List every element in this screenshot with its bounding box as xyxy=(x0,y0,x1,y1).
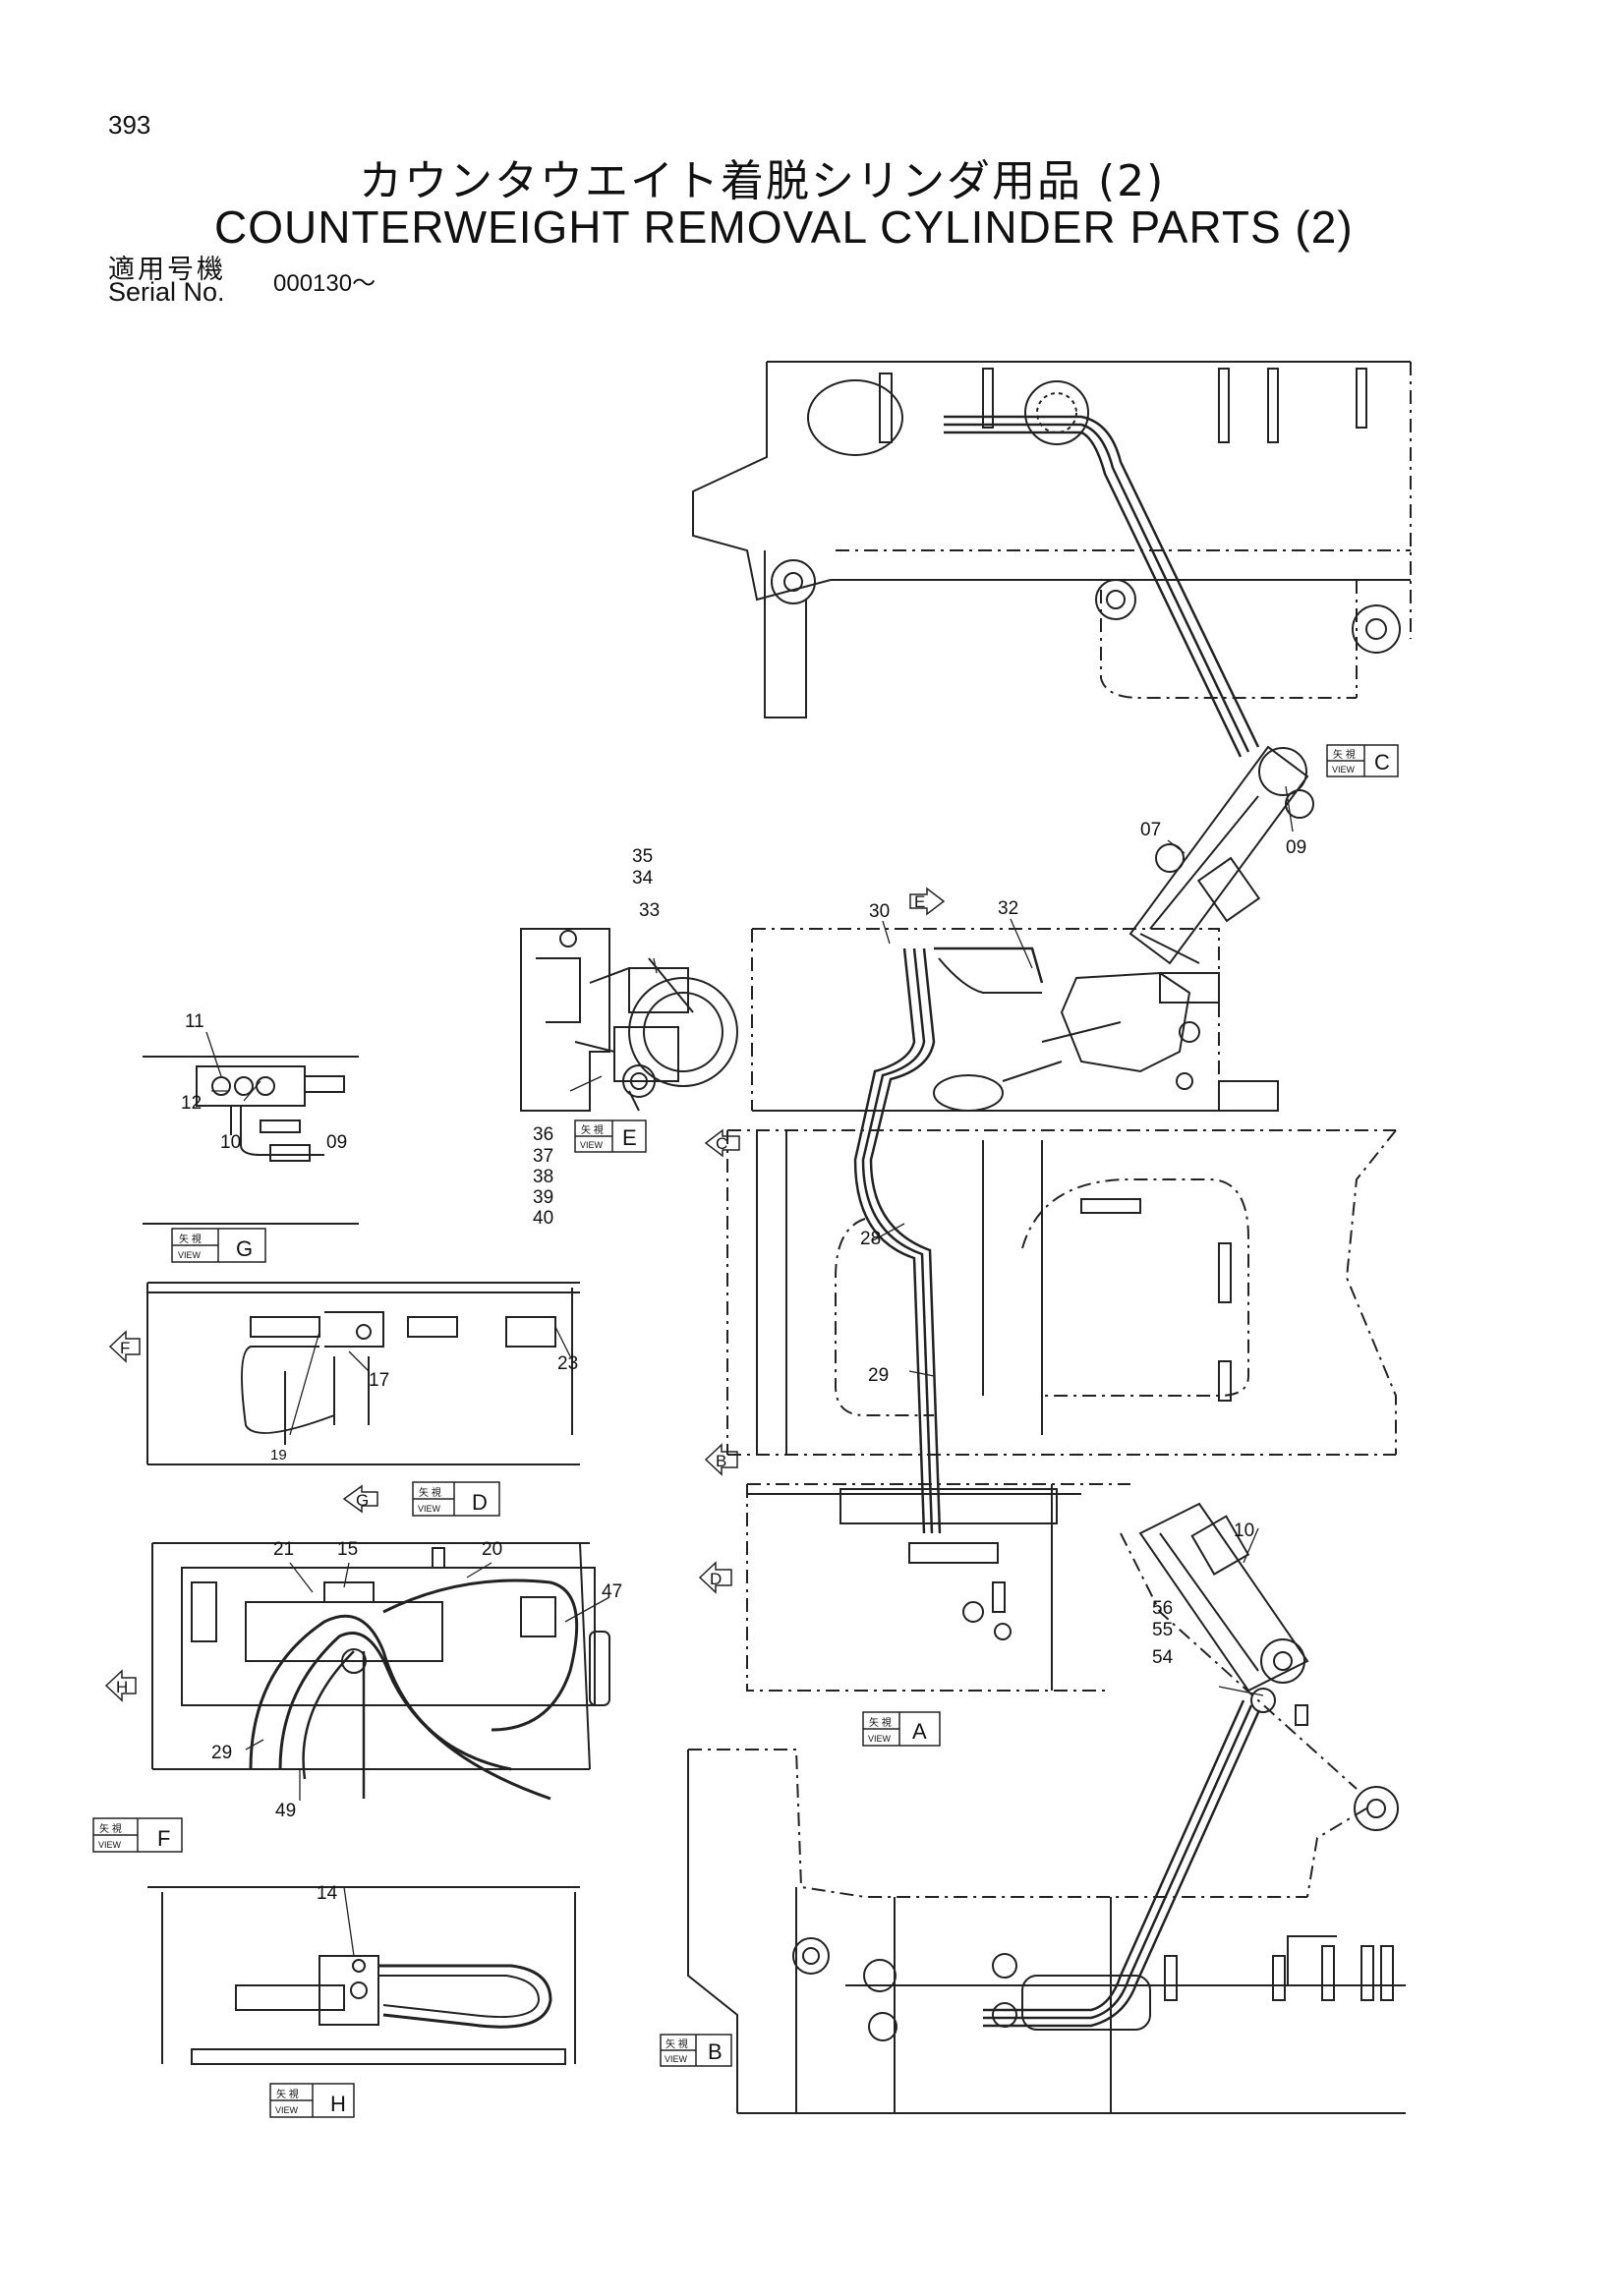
callout-19: 19 xyxy=(270,1447,287,1464)
callout-38: 38 xyxy=(533,1167,553,1187)
serial-label-japanese: 適用号機 xyxy=(108,255,226,285)
callout-34: 34 xyxy=(632,868,654,889)
callout-10-left: 10 xyxy=(220,1132,241,1153)
svg-text:H: H xyxy=(116,1678,128,1696)
lower-frame-drawing xyxy=(687,1502,1406,2114)
view-arrow-h: H xyxy=(104,1669,137,1702)
svg-text:D: D xyxy=(472,1490,488,1515)
svg-text:C: C xyxy=(716,1134,727,1153)
serial-label-english: Serial No. xyxy=(108,277,225,307)
title-japanese: カウンタウエイト着脱シリンダ用品 (2) xyxy=(359,156,1166,206)
svg-text:矢 視: 矢 視 xyxy=(1333,748,1356,761)
svg-text:G: G xyxy=(356,1491,369,1510)
view-tag-g: 矢 視 VIEW G xyxy=(171,1228,266,1263)
svg-text:VIEW: VIEW xyxy=(98,1840,122,1850)
svg-text:E: E xyxy=(914,892,925,911)
svg-text:E: E xyxy=(622,1125,637,1150)
svg-text:VIEW: VIEW xyxy=(178,1250,202,1260)
view-e-drawing xyxy=(520,928,738,1112)
svg-text:矢 視: 矢 視 xyxy=(581,1123,604,1136)
callout-56: 56 xyxy=(1152,1598,1173,1619)
view-arrow-e: E xyxy=(909,887,946,916)
svg-text:矢 視: 矢 視 xyxy=(179,1233,202,1245)
svg-text:D: D xyxy=(710,1570,722,1588)
callout-20: 20 xyxy=(482,1539,502,1560)
svg-text:G: G xyxy=(236,1236,253,1261)
callout-36: 36 xyxy=(533,1124,553,1145)
view-tag-f: 矢 視 VIEW F xyxy=(92,1817,183,1853)
view-arrow-f: F xyxy=(108,1330,141,1363)
middle-frame-drawing xyxy=(726,928,1397,1692)
title-english: COUNTERWEIGHT REMOVAL CYLINDER PARTS (2) xyxy=(214,201,1354,253)
svg-text:矢 視: 矢 視 xyxy=(99,1822,122,1835)
view-arrow-d: D xyxy=(698,1561,732,1594)
view-tag-c: 矢 視 VIEW C xyxy=(1326,744,1399,777)
svg-text:VIEW: VIEW xyxy=(1332,765,1356,775)
svg-text:矢 視: 矢 視 xyxy=(869,1716,892,1729)
callout-17: 17 xyxy=(369,1370,389,1391)
svg-text:VIEW: VIEW xyxy=(868,1734,892,1744)
svg-text:VIEW: VIEW xyxy=(580,1140,604,1150)
view-tag-e: 矢 視 VIEW E xyxy=(574,1119,647,1153)
svg-text:VIEW: VIEW xyxy=(418,1504,441,1514)
callout-49: 49 xyxy=(275,1801,296,1821)
callout-30: 30 xyxy=(869,901,890,922)
view-d-drawing xyxy=(146,1282,580,1465)
view-h-drawing xyxy=(147,1886,580,2065)
callout-07: 07 xyxy=(1140,820,1161,840)
svg-text:VIEW: VIEW xyxy=(275,2105,299,2115)
callout-37: 37 xyxy=(533,1146,553,1167)
page-number: 393 xyxy=(108,110,151,140)
callout-23: 23 xyxy=(557,1353,578,1374)
svg-text:B: B xyxy=(708,2039,723,2064)
callout-33: 33 xyxy=(639,900,660,921)
view-tag-d: 矢 視 VIEW D xyxy=(412,1481,500,1517)
svg-text:B: B xyxy=(716,1452,726,1470)
view-arrow-g: G xyxy=(342,1484,378,1514)
callout-10-right: 10 xyxy=(1234,1521,1254,1541)
svg-text:C: C xyxy=(1374,750,1390,775)
serial-value: 000130～ xyxy=(273,270,376,297)
svg-text:矢 視: 矢 視 xyxy=(276,2088,299,2100)
view-f-drawing xyxy=(151,1542,610,1801)
svg-text:A: A xyxy=(912,1719,927,1744)
callout-55: 55 xyxy=(1152,1620,1173,1640)
svg-text:F: F xyxy=(120,1339,130,1357)
svg-text:F: F xyxy=(157,1826,170,1851)
view-tag-b: 矢 視 VIEW B xyxy=(660,2034,732,2067)
svg-text:矢 視: 矢 視 xyxy=(665,2038,688,2050)
callout-29-middle: 29 xyxy=(868,1365,889,1386)
callout-35: 35 xyxy=(632,846,653,867)
callout-40: 40 xyxy=(533,1208,553,1229)
callout-54: 54 xyxy=(1152,1647,1174,1668)
callout-47: 47 xyxy=(602,1581,622,1602)
callout-12: 12 xyxy=(181,1093,202,1114)
callout-29-left: 29 xyxy=(211,1743,232,1763)
callout-21: 21 xyxy=(273,1539,294,1560)
svg-text:H: H xyxy=(330,2092,346,2116)
svg-text:VIEW: VIEW xyxy=(665,2054,688,2064)
callout-39: 39 xyxy=(533,1187,553,1208)
view-arrow-b: B xyxy=(704,1443,738,1476)
view-arrow-c: C xyxy=(704,1128,740,1158)
callout-32: 32 xyxy=(998,898,1018,919)
leader-lines xyxy=(205,785,1294,1957)
callout-28: 28 xyxy=(860,1229,881,1249)
callout-15: 15 xyxy=(337,1539,358,1560)
callout-11: 11 xyxy=(185,1011,204,1032)
callout-09-upper: 09 xyxy=(1286,837,1306,858)
upper-frame-drawing xyxy=(692,361,1412,965)
view-tag-h: 矢 視 VIEW H xyxy=(269,2083,355,2118)
view-tag-a: 矢 視 VIEW A xyxy=(862,1711,941,1747)
callout-labels: 07 09 35 34 33 30 32 11 12 10 09 36 37 3… xyxy=(181,820,1306,1904)
svg-text:矢 視: 矢 視 xyxy=(419,1486,441,1499)
callout-14: 14 xyxy=(317,1883,338,1904)
callout-09-left: 09 xyxy=(326,1132,347,1153)
